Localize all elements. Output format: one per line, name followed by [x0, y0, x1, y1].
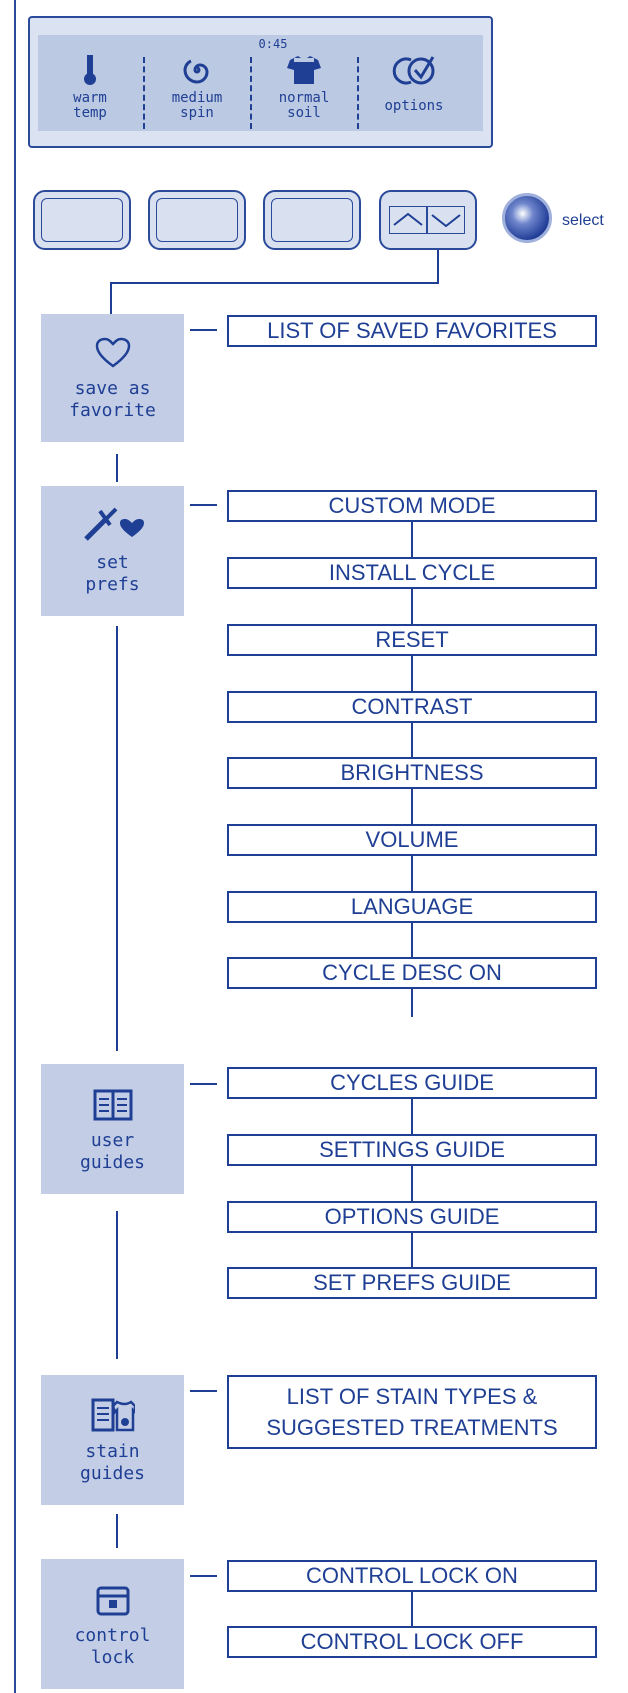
tile-label: control lock: [74, 1625, 151, 1668]
lcd-divider: [250, 57, 252, 129]
thermometer-icon: [81, 54, 99, 91]
tile-set-prefs[interactable]: set prefs: [41, 486, 184, 616]
connector: [190, 1575, 217, 1577]
menu-item-custom-mode[interactable]: CUSTOM MODE: [227, 490, 597, 522]
lcd-display: 0:45 warm temp medium spin normal soil: [28, 16, 493, 148]
lcd-divider: [143, 57, 145, 129]
menu-item-stain-types[interactable]: LIST OF STAIN TYPES & SUGGESTED TREATMEN…: [227, 1375, 597, 1449]
menu-item-language[interactable]: LANGUAGE: [227, 891, 597, 923]
connector: [116, 1211, 118, 1359]
lock-icon: [96, 1586, 130, 1621]
book-icon: [93, 1089, 133, 1126]
lcd-item-options: options: [364, 53, 464, 114]
menu-item-set-prefs-guide[interactable]: SET PREFS GUIDE: [227, 1267, 597, 1299]
tile-save-favorite[interactable]: save as favorite: [41, 314, 184, 442]
shirt-icon: [286, 54, 322, 91]
tile-user-guides[interactable]: user guides: [41, 1064, 184, 1194]
lcd-item-label: options: [384, 98, 444, 114]
lcd-item-spin: medium spin: [147, 53, 247, 121]
connector: [116, 1514, 118, 1548]
scroll-button[interactable]: [379, 190, 477, 250]
tile-label: stain guides: [79, 1441, 146, 1484]
select-knob[interactable]: [502, 193, 552, 243]
menu-item-install-cycle[interactable]: INSTALL CYCLE: [227, 557, 597, 589]
menu-item-cycles-guide[interactable]: CYCLES GUIDE: [227, 1067, 597, 1099]
connector: [110, 282, 439, 284]
lcd-item-soil: normal soil: [254, 53, 354, 121]
tile-label: save as favorite: [69, 378, 156, 421]
lcd-item-label: medium spin: [171, 90, 223, 121]
scroll-down-button[interactable]: [427, 206, 465, 234]
menu-item-brightness[interactable]: BRIGHTNESS: [227, 757, 597, 789]
panel-frame: [14, 0, 628, 1693]
menu-item-control-lock-off[interactable]: CONTROL LOCK OFF: [227, 1626, 597, 1658]
scroll-up-button[interactable]: [389, 206, 427, 234]
connector: [190, 504, 217, 506]
menu-item-saved-favorites[interactable]: LIST OF SAVED FAVORITES: [227, 315, 597, 347]
options-check-icon: [391, 54, 437, 91]
tile-stain-guides[interactable]: stain guides: [41, 1375, 184, 1505]
heart-icon: [95, 337, 131, 374]
menu-item-options-guide[interactable]: OPTIONS GUIDE: [227, 1201, 597, 1233]
soft-button-1[interactable]: [33, 190, 131, 250]
stain-book-icon: [91, 1398, 136, 1437]
connector: [411, 1590, 413, 1630]
lcd-item-label: normal soil: [278, 90, 330, 121]
menu-item-control-lock-on[interactable]: CONTROL LOCK ON: [227, 1560, 597, 1592]
menu-item-settings-guide[interactable]: SETTINGS GUIDE: [227, 1134, 597, 1166]
lcd-screen: 0:45 warm temp medium spin normal soil: [38, 35, 483, 131]
connector: [110, 282, 112, 314]
menu-item-cycle-desc[interactable]: CYCLE DESC ON: [227, 957, 597, 989]
connector: [190, 1390, 217, 1392]
soft-button-2[interactable]: [148, 190, 246, 250]
connector: [190, 1083, 217, 1085]
tile-label: user guides: [79, 1130, 146, 1173]
spin-spiral-icon: [181, 54, 213, 91]
menu-item-contrast[interactable]: CONTRAST: [227, 691, 597, 723]
tile-label: set prefs: [85, 552, 140, 595]
select-label: select: [562, 212, 604, 229]
connector: [190, 329, 217, 331]
soft-button-3[interactable]: [263, 190, 361, 250]
menu-item-volume[interactable]: VOLUME: [227, 824, 597, 856]
connector: [411, 1097, 413, 1287]
wrench-heart-icon: [82, 503, 144, 548]
lcd-divider: [357, 57, 359, 129]
time-remaining: 0:45: [258, 37, 288, 51]
menu-item-reset[interactable]: RESET: [227, 624, 597, 656]
connector: [116, 454, 118, 482]
lcd-item-label: warm temp: [73, 90, 107, 121]
tile-control-lock[interactable]: control lock: [41, 1559, 184, 1689]
lcd-item-temp: warm temp: [40, 53, 140, 121]
connector: [116, 626, 118, 1051]
connector: [437, 250, 439, 284]
